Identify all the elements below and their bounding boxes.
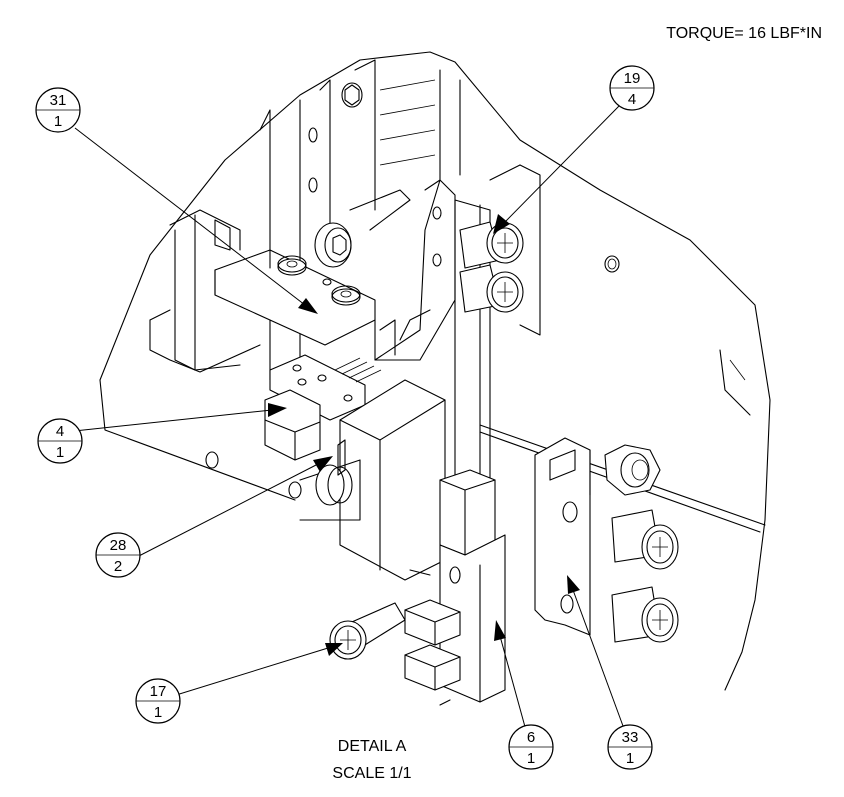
right-screws bbox=[611, 509, 679, 643]
balloon-item-number: 17 bbox=[150, 683, 167, 700]
balloon-19: 19 4 bbox=[609, 65, 655, 111]
torque-note: TORQUE= 16 LBF*IN bbox=[666, 25, 822, 42]
balloon-item-number: 33 bbox=[622, 729, 639, 746]
balloon-item-number: 19 bbox=[624, 70, 641, 87]
balloon-31: 31 1 bbox=[35, 87, 81, 133]
hex-nut bbox=[604, 444, 661, 496]
balloon-item-number: 31 bbox=[50, 92, 67, 109]
balloon-quantity: 1 bbox=[527, 750, 535, 767]
switch-housing bbox=[299, 379, 446, 581]
spacer-tabs bbox=[404, 599, 461, 691]
socket-screw bbox=[314, 189, 411, 268]
screw-17 bbox=[329, 602, 406, 660]
balloon-quantity: 4 bbox=[628, 91, 636, 108]
detail-scale: SCALE 1/1 bbox=[332, 765, 411, 782]
balloon-item-number: 28 bbox=[110, 537, 127, 554]
balloon-item-number: 4 bbox=[56, 423, 64, 440]
balloon-17: 17 1 bbox=[135, 678, 181, 724]
left-bracket bbox=[149, 209, 261, 373]
balloon-quantity: 1 bbox=[154, 704, 162, 721]
balloon-28: 28 2 bbox=[95, 532, 141, 578]
balloon-item-number: 6 bbox=[527, 729, 535, 746]
balloon-quantity: 1 bbox=[626, 750, 634, 767]
detail-title: DETAIL A bbox=[338, 738, 407, 755]
detail-boundary bbox=[99, 51, 771, 691]
balloon-quantity: 1 bbox=[54, 113, 62, 130]
balloon-4: 4 1 bbox=[37, 418, 83, 464]
side-plate bbox=[534, 437, 591, 636]
balloon-quantity: 1 bbox=[56, 444, 64, 461]
balloon-6: 6 1 bbox=[508, 724, 554, 770]
balloon-quantity: 2 bbox=[114, 558, 122, 575]
angle-bracket bbox=[374, 179, 456, 361]
screws-19 bbox=[459, 221, 524, 313]
leader-lines bbox=[64, 104, 631, 746]
balloon-33: 33 1 bbox=[607, 724, 653, 770]
